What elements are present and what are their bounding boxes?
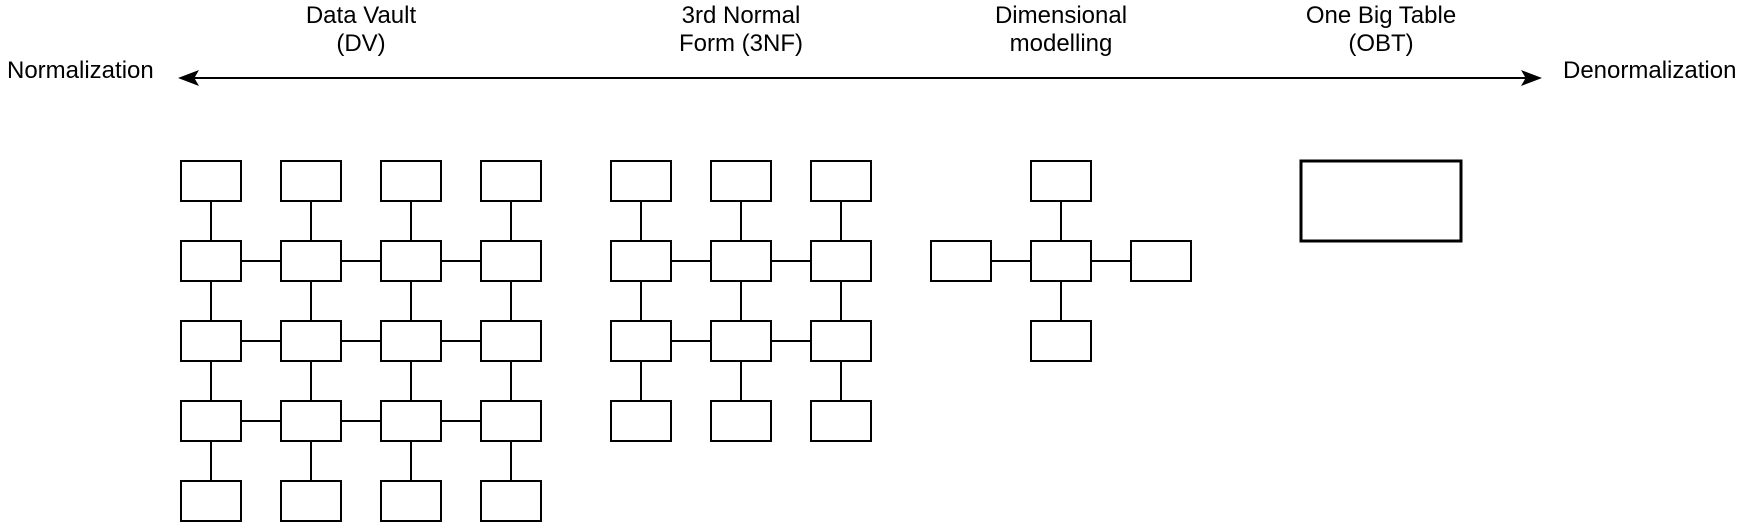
table-box <box>280 320 342 362</box>
table-box <box>810 400 872 442</box>
table-box <box>810 160 872 202</box>
table-box <box>180 240 242 282</box>
table-box <box>280 480 342 522</box>
third-normal-form-diagram <box>610 160 872 442</box>
table-box <box>280 400 342 442</box>
table-box <box>610 400 672 442</box>
label-one-big-table: One Big Table (OBT) <box>1306 2 1456 58</box>
table-box <box>710 240 772 282</box>
table-box <box>480 240 542 282</box>
table-box <box>180 160 242 202</box>
label-dimensional-line1: Dimensional <box>994 2 1128 29</box>
label-3nf: 3rd Normal Form (3NF) <box>679 2 803 58</box>
data-vault-diagram <box>180 160 542 522</box>
label-3nf-line1: 3rd Normal <box>681 2 801 29</box>
table-box <box>610 160 672 202</box>
table-box <box>610 240 672 282</box>
table-box <box>1130 240 1192 282</box>
label-obt-line1: One Big Table <box>1305 2 1457 29</box>
normalization-label: Normalization <box>7 57 154 84</box>
table-box <box>1030 240 1092 282</box>
table-box <box>480 320 542 362</box>
table-box <box>480 400 542 442</box>
denormalization-label: Denormalization <box>1563 57 1737 84</box>
dimensional-modelling-star-diagram <box>930 160 1192 362</box>
one-big-table-diagram <box>1299 159 1463 243</box>
table-box <box>280 240 342 282</box>
table-box <box>710 320 772 362</box>
table-box <box>380 240 442 282</box>
table-box <box>1299 159 1463 243</box>
table-box <box>180 320 242 362</box>
table-box <box>710 400 772 442</box>
label-data-vault-line1: Data Vault <box>305 2 417 29</box>
label-obt-line2: (OBT) <box>1348 30 1414 57</box>
table-box <box>480 480 542 522</box>
table-box <box>380 400 442 442</box>
table-box <box>1030 160 1092 202</box>
label-data-vault-line2: (DV) <box>336 30 386 57</box>
table-box <box>930 240 992 282</box>
table-box <box>810 320 872 362</box>
table-box <box>280 160 342 202</box>
table-box <box>380 160 442 202</box>
table-box <box>380 320 442 362</box>
arrowhead-right-icon <box>1521 70 1542 86</box>
table-box <box>610 320 672 362</box>
table-box <box>810 240 872 282</box>
table-box <box>480 160 542 202</box>
label-dimensional-line2: modelling <box>1009 30 1113 57</box>
table-box <box>1030 320 1092 362</box>
table-box <box>180 480 242 522</box>
spectrum-arrow <box>178 70 1542 86</box>
label-3nf-line2: Form (3NF) <box>679 30 803 57</box>
table-box <box>710 160 772 202</box>
table-box <box>180 400 242 442</box>
label-data-vault: Data Vault (DV) <box>306 2 416 58</box>
table-box <box>380 480 442 522</box>
label-dimensional-modelling: Dimensional modelling <box>995 2 1127 58</box>
arrowhead-left-icon <box>178 70 199 86</box>
